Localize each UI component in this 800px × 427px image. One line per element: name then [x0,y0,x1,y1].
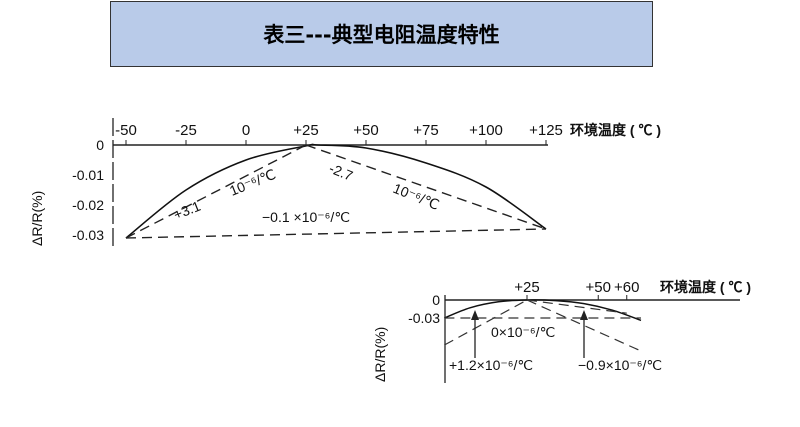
resistance-curve [444,299,642,322]
title-text: 表三---典型电阻温度特性 [263,23,500,47]
x-tick-label: +50 [353,122,378,139]
y-tick-label: -0.03 [408,310,440,326]
slope-label: −0.9×10⁻⁶/℃ [578,357,662,373]
slope-line [526,299,642,352]
y-tick-label: -0.03 [72,227,104,243]
x-tick-label: 0 [242,122,250,139]
slope-label-a: -2.7 [327,160,356,184]
x-axis-label: 环境温度 ( ℃ ) [660,279,751,295]
x-axis-label: 环境温度 ( ℃ ) [570,122,661,138]
x-tick-label: +60 [614,279,639,296]
slope-line [526,299,627,314]
x-tick-label: -50 [115,122,137,139]
slope-label-a: +3.1 [171,198,203,223]
y-axis-label: ΔR/R(%) [29,191,45,246]
y-tick-label: 0 [432,292,440,308]
slope-line [125,144,307,239]
arrow-up-icon [580,310,588,320]
y-tick-label: 0 [96,137,104,153]
x-tick-label: -25 [175,122,197,139]
slope-label: 0×10⁻⁶/℃ [491,324,555,340]
slope-line [125,228,547,239]
y-axis-label: ΔR/R(%) [372,327,388,382]
x-tick-label: +25 [514,279,539,296]
slope-label: +1.2×10⁻⁶/℃ [449,357,533,373]
y-tick-label: -0.01 [72,167,104,183]
slope-label-b: 10⁻⁶/℃ [227,166,278,199]
resistance-curve [125,143,547,239]
x-tick-label: +125 [529,122,563,139]
x-tick-label: +25 [293,122,318,139]
slope-label-b: 10⁻⁶/℃ [391,180,442,213]
slope-label: −0.1 ×10⁻⁶/℃ [262,209,350,225]
slope-line [305,144,547,230]
x-tick-label: +75 [413,122,438,139]
arrow-up-icon [471,310,479,320]
page-title: 表三---典型电阻温度特性 [110,1,653,67]
y-tick-label: -0.02 [72,197,104,213]
x-tick-label: +100 [469,122,503,139]
x-tick-label: +50 [586,279,611,296]
